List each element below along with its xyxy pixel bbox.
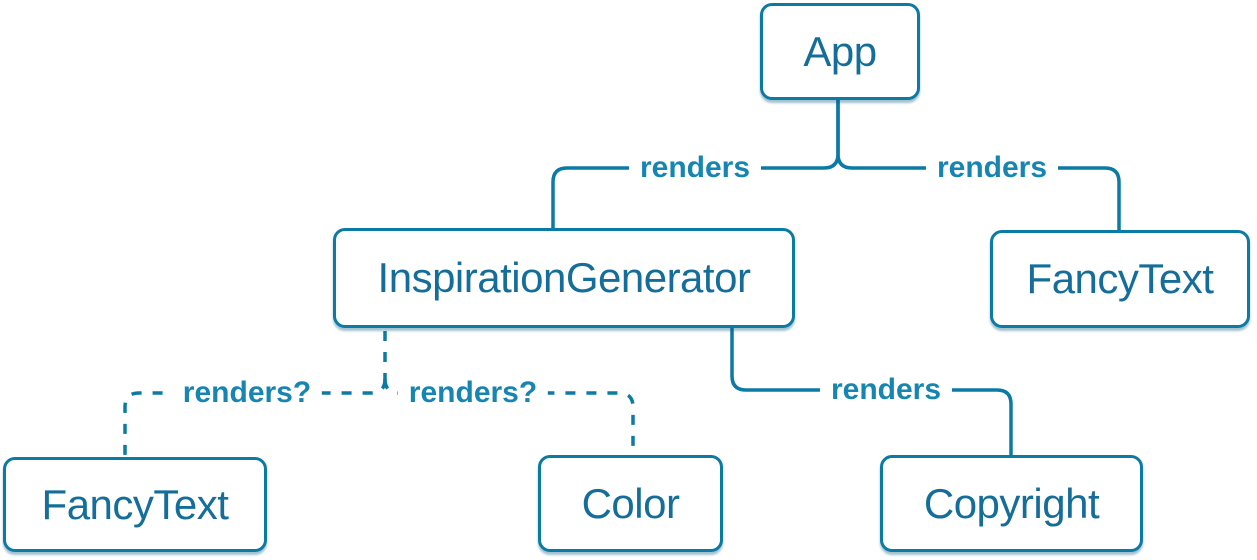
edge-inspirationgenerator-to-color-conditional (383, 378, 635, 455)
edge-label-inspirationgenerator-copyright: renders (819, 372, 953, 408)
node-app: App (760, 3, 920, 100)
node-fancy-text-top-label: FancyText (1026, 255, 1214, 302)
edge-label-app-fancytext: renders (925, 150, 1059, 186)
node-fancy-text-bottom: FancyText (3, 457, 267, 552)
node-color: Color (538, 455, 723, 552)
edge-label-app-inspirationgenerator: renders (628, 150, 762, 186)
edge-label-inspirationgenerator-fancytext: renders? (171, 375, 323, 411)
edge-inspirationgenerator-to-fancytext-conditional (123, 378, 387, 457)
edge-label-inspirationgenerator-color: renders? (397, 375, 549, 411)
node-copyright-label: Copyright (923, 479, 1100, 527)
node-copyright: Copyright (880, 455, 1143, 552)
node-app-label: App (803, 27, 877, 75)
node-inspiration-generator: InspirationGenerator (333, 228, 795, 328)
node-fancy-text-bottom-label: FancyText (41, 480, 229, 528)
node-color-label: Color (581, 479, 680, 527)
node-inspiration-generator-label: InspirationGenerator (377, 254, 751, 301)
node-fancy-text-top: FancyText (990, 230, 1250, 328)
